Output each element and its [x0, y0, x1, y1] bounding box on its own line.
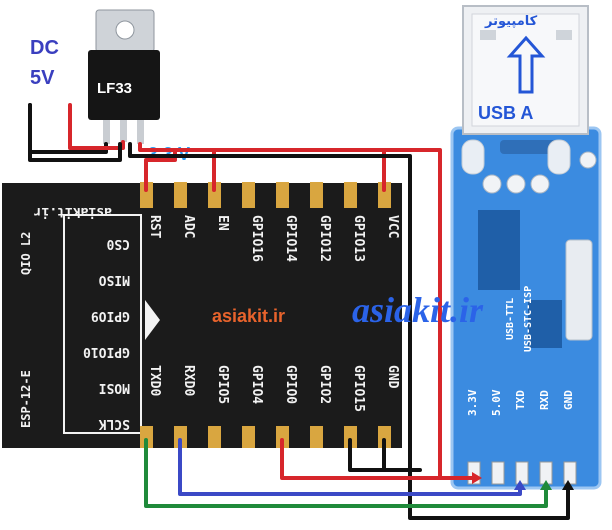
- board-pin-label-gnd: GND: [562, 390, 575, 410]
- esp-left-pin-gpio9: GPIO9: [91, 308, 130, 323]
- board-header: [467, 461, 577, 485]
- esp-bottom-pin-gnd: GND: [385, 365, 400, 389]
- board-pin-txd: [515, 461, 529, 485]
- wire-gpio0: [280, 438, 442, 480]
- regulator-body: [88, 50, 160, 120]
- esp-qio-label: QIO L2: [19, 232, 33, 275]
- pad-rst: [140, 182, 153, 208]
- esp-top-pin-gpio14: GPIO14: [283, 215, 298, 262]
- regulator-label: LF33: [97, 80, 132, 97]
- board-pin-label-3v3: 3.3V: [466, 389, 479, 416]
- pad-gpio15: [344, 426, 357, 448]
- board-pad-1: [482, 174, 502, 194]
- pad-gnd: [378, 426, 391, 448]
- wire-txd0-rxd: [144, 438, 548, 508]
- usb-slot-2: [556, 30, 572, 40]
- board-chip-1: [478, 210, 520, 290]
- esp-left-pin-cs0: CS0: [106, 236, 130, 251]
- pad-rxd0: [174, 426, 187, 448]
- pad-en: [208, 182, 221, 208]
- board-crystal-right: [547, 139, 571, 175]
- arrow-red-icon: [472, 472, 482, 484]
- board-pin-label-5v: 5.0V: [490, 389, 503, 416]
- esp-triangle-marker: [145, 300, 160, 340]
- lf33-regulator: LF33: [88, 9, 160, 144]
- esp-top-pin-adc: ADC: [181, 215, 196, 238]
- watermark-script: asiakit.ir: [352, 290, 484, 330]
- esp-top-pin-gpio16: GPIO16: [249, 215, 264, 262]
- esp-model-label: ESP-12-E: [19, 370, 33, 428]
- board-pin-gnd: [563, 461, 577, 485]
- board-pin-label-txd: TXD: [514, 390, 527, 410]
- esp-bottom-pin-gpio0: GPIO0: [283, 365, 298, 404]
- esp-left-pin-mosi: MOSI: [99, 380, 130, 395]
- board-notch: [500, 140, 560, 154]
- esp-bottom-pin-gpio2: GPIO2: [317, 365, 332, 404]
- esp-site-label: asiakit.ir: [34, 204, 112, 219]
- pad-vcc: [378, 182, 391, 208]
- wire-gnd-left: [28, 103, 122, 162]
- pad-gpio5: [208, 426, 221, 448]
- usb-a-label: USB A: [478, 103, 533, 123]
- arrow-green-icon: [540, 480, 552, 490]
- pad-gpio16: [242, 182, 255, 208]
- dc-label: DC: [30, 37, 59, 59]
- 5v-label: 5V: [30, 67, 55, 89]
- usb-ttl-board: USB-TTL USB-STC-ISP 3.3V 5.0V TXD RXD GN…: [450, 126, 602, 490]
- pad-gpio2: [310, 426, 323, 448]
- board-pin-5v: [491, 461, 505, 485]
- esp-bottom-pads: [140, 426, 391, 448]
- regulator-hole: [115, 20, 135, 40]
- esp-left-pin-sclk: SCLK: [99, 416, 130, 431]
- esp-top-pin-en: EN: [215, 215, 230, 231]
- watermark-center: asiakit.ir: [212, 306, 285, 326]
- esp-bottom-pin-rxd0: RXD0: [181, 365, 196, 396]
- pad-txd0: [140, 426, 153, 448]
- usb-slot-1: [480, 30, 496, 40]
- esp-flash-outline: [63, 214, 142, 434]
- board-crystal-left: [461, 139, 485, 175]
- board-pad-2: [506, 174, 526, 194]
- regulator-leg-1: [103, 120, 110, 144]
- pad-gpio14: [276, 182, 289, 208]
- pad-gpio4: [242, 426, 255, 448]
- regulator-leg-3: [137, 120, 144, 144]
- board-label-usb-ttl: USB-TTL: [505, 298, 516, 340]
- esp-pcb: [2, 183, 402, 448]
- esp-bottom-pin-txd0: TXD0: [147, 365, 162, 396]
- esp-top-pads: [140, 182, 391, 208]
- esp-12e-module: asiakit.ir ESP-12-E QIO L2 CS0 MISO GPIO…: [2, 182, 402, 448]
- wire-gpio15-gnd: [348, 438, 386, 472]
- pad-adc: [174, 182, 187, 208]
- esp-top-pin-vcc: VCC: [385, 215, 400, 238]
- esp-top-pin-gpio13: GPIO13: [351, 215, 366, 262]
- esp-top-pin-rst: RST: [147, 215, 162, 239]
- pad-gpio0: [276, 426, 289, 448]
- wire-3v3-main: [173, 148, 474, 480]
- esp-bottom-pin-gpio4: GPIO4: [249, 365, 264, 404]
- esp-bottom-pin-gpio5: GPIO5: [215, 365, 230, 404]
- board-pad-3: [530, 174, 550, 194]
- wire-arrows: [472, 472, 574, 490]
- esp-left-pin-gpio10: GPIO10: [83, 344, 130, 359]
- board-chip-2: [528, 300, 562, 348]
- board-pin-label-rxd: RXD: [538, 390, 551, 410]
- board-pad-4: [579, 151, 597, 169]
- computer-label: کامپیوتر: [484, 14, 538, 29]
- pad-gpio13: [344, 182, 357, 208]
- esp-top-pin-gpio12: GPIO12: [317, 215, 332, 262]
- wire-gnd-rail: [128, 142, 412, 472]
- arrow-up-icon: [506, 35, 546, 94]
- usb-a-plug: کامپیوتر USB A: [462, 5, 589, 135]
- board-label-stc-isp: USB-STC-ISP: [523, 286, 534, 352]
- pad-gpio12: [310, 182, 323, 208]
- arrow-blue-icon: [514, 480, 526, 490]
- wire-dc-vin: [68, 103, 125, 150]
- board-component: [565, 239, 593, 341]
- regulator-leg-2: [120, 120, 127, 142]
- esp-left-pin-miso: MISO: [99, 272, 130, 287]
- arrow-black-icon: [562, 480, 574, 490]
- esp-bottom-pin-gpio15: GPIO15: [351, 365, 366, 412]
